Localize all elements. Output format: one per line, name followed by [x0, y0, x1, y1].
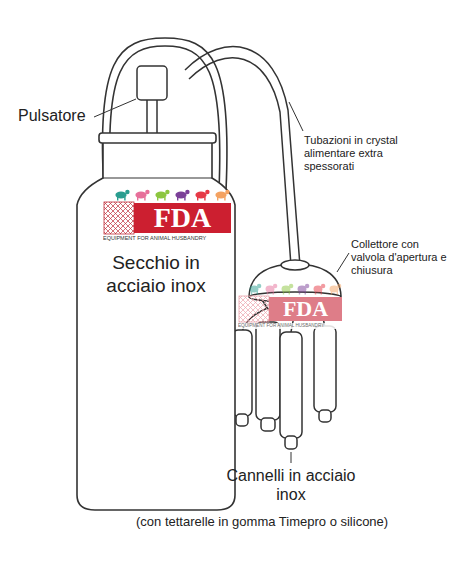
- bucket-body: [77, 142, 235, 510]
- leader-line: [289, 102, 303, 131]
- animal-icon: [298, 284, 310, 295]
- logo-tagline: EQUIPMENT FOR ANIMAL HUSBANDRY: [103, 235, 231, 242]
- label-holder: (con tettarelle in gomma Timepro o silic…: [136, 514, 448, 530]
- animal-icon: [282, 284, 294, 295]
- animal-icon: [175, 190, 189, 201]
- logo-band: FDA: [134, 203, 231, 233]
- bucket-shape: Secchio in acciaio inox FDA EQUIPMENT FOR …: [75, 130, 237, 512]
- animal-icon: [215, 190, 229, 201]
- teat-liner: [319, 410, 331, 422]
- bucket-lid: [99, 133, 216, 143]
- teat-liner: [261, 418, 275, 431]
- part-label: Cannelli in acciaio inox: [226, 466, 356, 504]
- teat-cup: [280, 332, 302, 438]
- label-holder: Collettore con valvola d'apertura e chiu…: [351, 238, 448, 278]
- part-name: Secchio in acciaio inox: [91, 252, 221, 298]
- part-label: Collettore con valvola d'apertura e chiu…: [351, 238, 448, 278]
- animal-icon: [115, 190, 129, 201]
- teat-cups: [232, 322, 336, 449]
- part-label: (con tettarelle in gomma Timepro o silic…: [136, 514, 448, 530]
- logo-text: FDA: [134, 203, 231, 233]
- logo-tagline: EQUIPMENT FOR ANIMAL HUSBANDRY: [238, 323, 342, 329]
- logo-hatch: [104, 202, 134, 234]
- teat-liner: [285, 436, 297, 449]
- label-holder: Pulsatore: [18, 106, 108, 125]
- bucket-neck-ring: [103, 177, 212, 178]
- animal-icon: [314, 284, 326, 295]
- pulsator-box: [137, 66, 167, 100]
- animal-icon: [250, 284, 262, 295]
- logo-band: FDA: [269, 297, 342, 321]
- pulsator: [137, 66, 167, 135]
- teat-cup: [256, 322, 280, 420]
- leader-line: [291, 452, 292, 463]
- animal-icon: [266, 284, 278, 295]
- part-label: Pulsatore: [18, 106, 108, 125]
- teat-cup: [314, 326, 336, 412]
- bucket-outline: [75, 130, 237, 512]
- animal-icon: [135, 190, 149, 201]
- leader-line: [94, 99, 136, 117]
- leader-line: [337, 253, 349, 272]
- logo-text: FDA: [269, 297, 342, 321]
- animal-icon: [155, 190, 169, 201]
- collector-valve: [281, 260, 309, 270]
- pulsator-stem: [147, 99, 157, 135]
- text-holder: EQUIPMENT FOR ANIMAL HUSBANDRY: [103, 235, 231, 242]
- text-holder: EQUIPMENT FOR ANIMAL HUSBANDRY: [238, 323, 342, 329]
- logo-box: FDA EQUIPMENT FOR ANIMAL HUSBANDRY: [103, 186, 231, 248]
- animal-icon: [195, 190, 209, 201]
- teat-liner: [236, 414, 248, 426]
- part-label: Tubazioni in crystal alimentare extra sp…: [304, 134, 408, 174]
- label-holder: Tubazioni in crystal alimentare extra sp…: [304, 134, 408, 174]
- animal-icon: [330, 284, 342, 295]
- label-holder: Cannelli in acciaio inox: [226, 466, 356, 504]
- logo-hatch: [239, 296, 269, 322]
- text-holder: Secchio in acciaio inox: [91, 252, 221, 298]
- logo-box: FDA EQUIPMENT FOR ANIMAL HUSBANDRY: [238, 280, 342, 336]
